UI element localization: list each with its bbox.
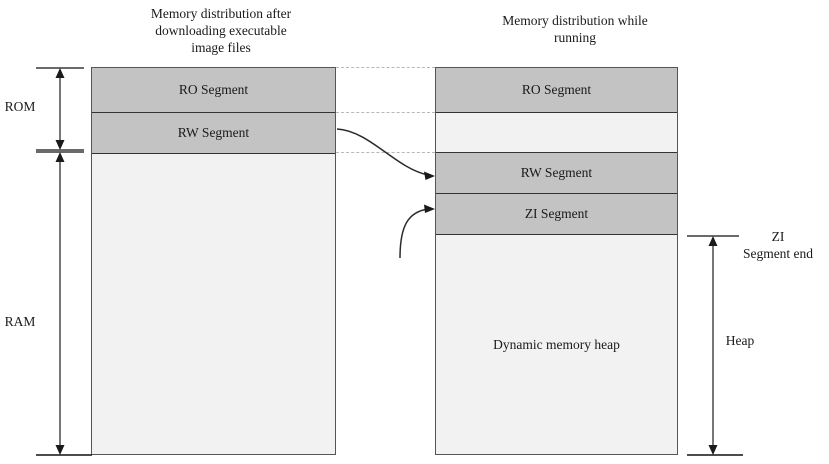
- rom-label: ROM: [4, 99, 36, 114]
- arrow-rw-head: [424, 171, 435, 180]
- arrow-zi-head: [424, 204, 435, 213]
- left-segment-ro: RO Segment: [92, 68, 335, 113]
- dotted-link-ro-bottom: [336, 112, 435, 113]
- ram-arrow-down: [55, 445, 65, 455]
- right-segment-zi: ZI Segment: [436, 194, 677, 235]
- left-panel-title: Memory distribution after downloading ex…: [150, 6, 292, 55]
- rom-arrow-down: [55, 140, 65, 150]
- left-segment-rw: RW Segment: [92, 113, 335, 154]
- dotted-link-rw-bottom: [336, 152, 435, 153]
- zi-segment-end-label: ZI Segment end: [742, 229, 814, 261]
- right-segment-gap: [436, 113, 677, 153]
- right-memory-column: RO Segment RW Segment ZI Segment Dynamic…: [435, 67, 678, 455]
- ram-measure: [36, 151, 92, 456]
- heap-arrow-down: [708, 445, 718, 455]
- left-segment-free: [92, 154, 335, 454]
- right-segment-ro: RO Segment: [436, 68, 677, 113]
- heap-arrow-up: [708, 236, 718, 246]
- arrow-zi-transfer: [399, 208, 429, 259]
- rom-arrow-up: [55, 68, 65, 78]
- right-segment-heap: Dynamic memory heap: [436, 235, 677, 454]
- left-memory-column: RO Segment RW Segment: [91, 67, 336, 455]
- heap-label: Heap: [725, 333, 755, 348]
- dotted-link-ro-top: [336, 67, 435, 68]
- ram-arrow-up: [55, 152, 65, 162]
- ram-label: RAM: [4, 314, 36, 329]
- right-segment-rw: RW Segment: [436, 153, 677, 194]
- right-panel-title: Memory distribution while running: [502, 13, 648, 45]
- rom-measure: [36, 67, 84, 151]
- heap-measure: [687, 235, 743, 456]
